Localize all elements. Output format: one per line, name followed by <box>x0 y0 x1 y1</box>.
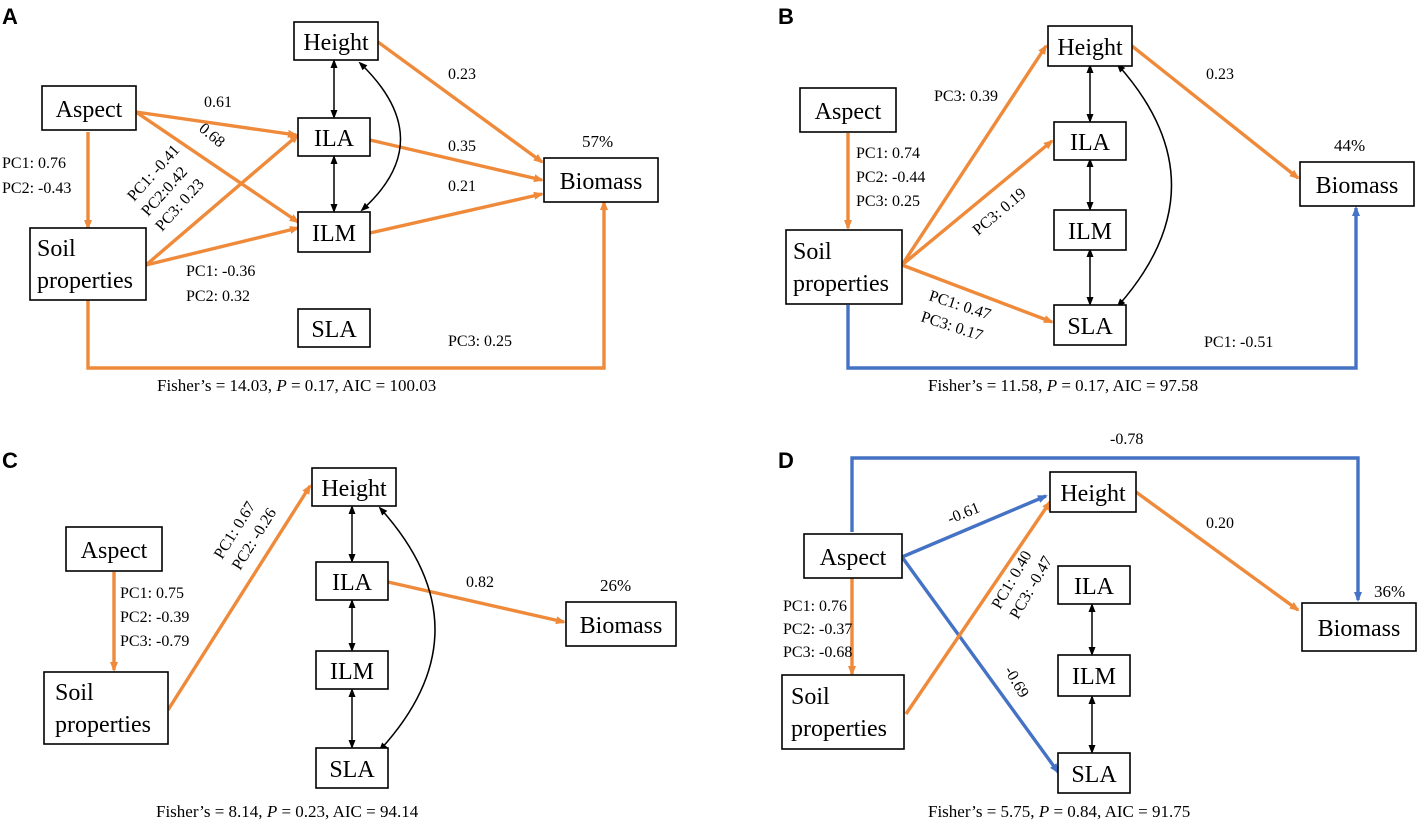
path-soil-sla <box>901 263 1054 324</box>
path-soil-ila <box>144 133 300 267</box>
coef-aspect-soil-1: PC1: 0.74 <box>856 145 920 162</box>
node-height: Height <box>321 476 387 502</box>
model-fit: Fisher’s = 11.58, P = 0.17, AIC = 97.58 <box>928 376 1198 395</box>
coef-ilm-biomass: 0.21 <box>448 178 476 195</box>
node-aspect: Aspect <box>81 538 148 564</box>
panel-label-d: D <box>778 448 794 473</box>
path-soil-ilm <box>145 226 300 267</box>
coef-height-biomass: 0.23 <box>448 66 476 83</box>
panel-d: D Height Aspect ILA ILM SLA Biomass Soil… <box>778 431 1417 821</box>
node-soil-line2: properties <box>793 271 889 297</box>
node-ila: ILA <box>314 126 355 152</box>
node-aspect: Aspect <box>820 545 887 571</box>
panel-a: A Height Aspect ILA ILM Biomass Soil pro… <box>2 4 659 395</box>
coef-soil-height: PC3: 0.39 <box>934 88 998 105</box>
r2-biomass: 26% <box>600 576 631 595</box>
node-height: Height <box>1060 481 1126 507</box>
model-fit: Fisher’s = 5.75, P = 0.84, AIC = 91.75 <box>928 802 1190 821</box>
model-fit: Fisher’s = 8.14, P = 0.23, AIC = 94.14 <box>156 802 419 821</box>
coef-aspect-soil-3: PC3: 0.25 <box>856 193 920 210</box>
node-ila: ILA <box>1074 574 1115 600</box>
path-height-biomass <box>376 40 544 164</box>
panel-label-c: C <box>2 448 18 473</box>
node-soil-line1: Soil <box>55 680 94 706</box>
node-biomass: Biomass <box>1318 616 1401 642</box>
node-soil-line1: Soil <box>791 684 830 710</box>
r2-biomass: 36% <box>1374 582 1405 601</box>
node-soil-line1: Soil <box>793 239 832 265</box>
path-ilm-biomass <box>369 191 544 235</box>
coef-aspect-biomass: -0.78 <box>1110 431 1143 448</box>
coef-ila-biomass: 0.82 <box>466 574 494 591</box>
node-soil-line1: Soil <box>37 236 76 262</box>
panel-c: C Height Aspect ILA ILM SLA Biomass Soil… <box>2 448 677 821</box>
coef-soil-biomass: PC3: 0.25 <box>448 333 512 350</box>
node-ilm: ILM <box>312 221 356 247</box>
node-ilm: ILM <box>1072 664 1116 690</box>
path-height-biomass <box>1134 490 1300 612</box>
node-ila: ILA <box>332 570 373 596</box>
path-soil-height <box>166 484 312 711</box>
node-soil-line2: properties <box>37 268 133 294</box>
panel-label-a: A <box>2 4 18 29</box>
coef-aspect-sla: -0.69 <box>1001 664 1032 701</box>
path-ila-biomass <box>369 138 544 183</box>
coef-soil-ilm-2: PC2: 0.32 <box>186 288 250 305</box>
path-soil-height <box>904 500 1052 715</box>
node-sla: SLA <box>1067 314 1113 340</box>
model-fit: Fisher’s = 14.03, P = 0.17, AIC = 100.03 <box>157 376 436 395</box>
coef-soil-ilm-1: PC1: -0.36 <box>186 263 255 280</box>
path-soil-biomass <box>86 200 608 370</box>
cov-height-ilm <box>358 61 402 212</box>
node-biomass: Biomass <box>560 169 643 195</box>
node-sla: SLA <box>1071 762 1117 788</box>
node-height: Height <box>1057 35 1123 61</box>
path-soil-height <box>900 44 1048 266</box>
r2-biomass: 44% <box>1334 136 1365 155</box>
node-height: Height <box>303 30 369 56</box>
coef-aspect-soil-2: PC2: -0.39 <box>120 609 189 626</box>
node-ila: ILA <box>1070 130 1111 156</box>
coef-soil-biomass: PC1: -0.51 <box>1204 334 1273 351</box>
node-aspect: Aspect <box>56 97 123 123</box>
node-aspect: Aspect <box>815 99 882 125</box>
node-sla: SLA <box>329 757 375 783</box>
node-sla: SLA <box>311 317 357 343</box>
path-height-biomass <box>1130 44 1300 180</box>
path-aspect-ilm <box>135 110 300 224</box>
coef-height-biomass: 0.23 <box>1206 66 1234 83</box>
node-biomass: Biomass <box>580 613 663 639</box>
coef-aspect-soil-2: PC2: -0.37 <box>783 621 852 638</box>
cov-height-sla <box>378 506 436 752</box>
coef-aspect-soil-2: PC2: -0.44 <box>856 169 925 186</box>
node-ilm: ILM <box>330 659 374 685</box>
coef-aspect-ila: 0.61 <box>204 94 232 111</box>
path-soil-biomass <box>846 206 1360 370</box>
coef-aspect-soil-3: PC3: -0.68 <box>783 644 852 661</box>
node-soil-line2: properties <box>55 712 151 738</box>
node-biomass: Biomass <box>1316 173 1399 199</box>
path-aspect-biomass <box>850 456 1362 602</box>
path-aspect-sla <box>900 556 1060 774</box>
coef-aspect-soil-3: PC3: -0.79 <box>120 633 189 650</box>
path-soil-ila <box>900 139 1054 267</box>
coef-aspect-soil-1: PC1: 0.76 <box>783 598 847 615</box>
node-ilm: ILM <box>1068 219 1112 245</box>
r2-biomass: 57% <box>582 132 613 151</box>
coef-aspect-soil-1: PC1: 0.76 <box>2 155 66 172</box>
coef-ila-biomass: 0.35 <box>448 138 476 155</box>
panel-b: B Height Aspect ILA ILM SLA Biomass Soil… <box>778 4 1415 395</box>
cov-height-sla <box>1116 63 1173 308</box>
node-soil-line2: properties <box>791 716 887 742</box>
panel-label-b: B <box>778 4 794 29</box>
coef-soil-ila: PC3: 0.19 <box>970 185 1030 239</box>
coef-height-biomass: 0.20 <box>1206 515 1234 532</box>
path-aspect-height <box>901 494 1048 559</box>
path-aspect-ila <box>135 110 298 138</box>
path-ila-biomass <box>387 580 566 625</box>
coef-aspect-soil-1: PC1: 0.75 <box>120 585 184 602</box>
coef-aspect-soil-2: PC2: -0.43 <box>2 180 71 197</box>
